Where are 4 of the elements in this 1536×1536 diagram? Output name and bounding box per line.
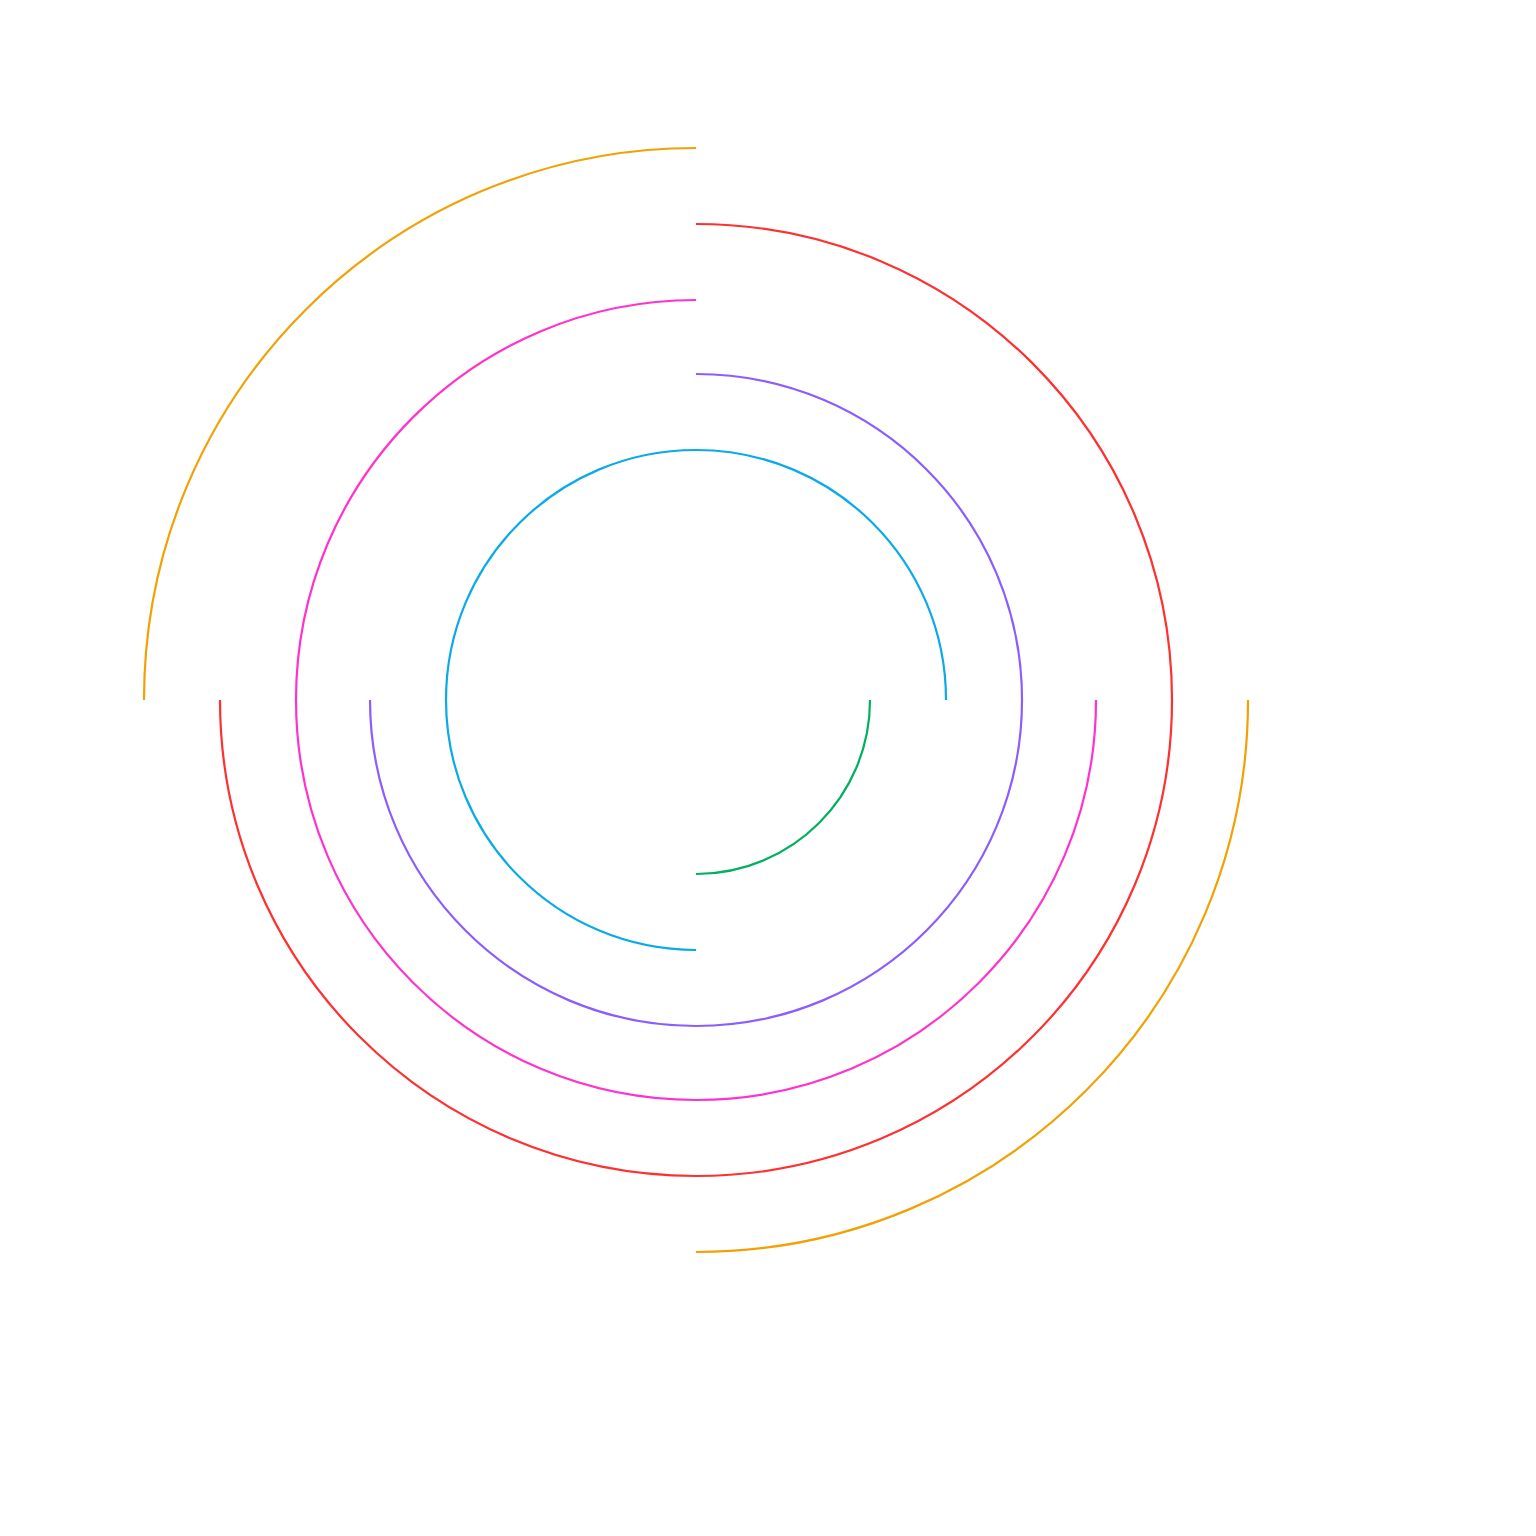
arc [218, 222, 1174, 1178]
arc [695, 699, 872, 876]
arc [695, 699, 1250, 1254]
arc [142, 146, 697, 701]
